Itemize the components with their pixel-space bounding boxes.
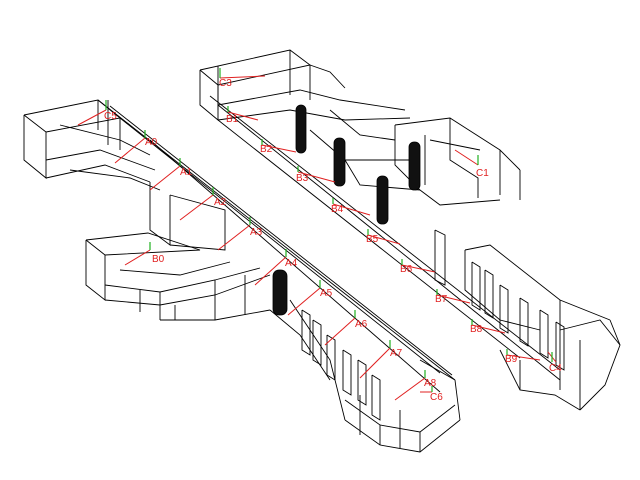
label-b4: B4 <box>331 204 344 215</box>
labels-b: B0 B1 B2 B3 B4 B5 B6 B7 B8 B9 <box>124 106 541 365</box>
pillar-4 <box>408 141 421 191</box>
label-a4: A4 <box>285 258 298 269</box>
label-b7: B7 <box>435 294 448 305</box>
label-a3: A3 <box>250 227 263 238</box>
label-a2: A2 <box>214 197 227 208</box>
pillar-a4 <box>272 269 288 316</box>
label-c4: C4 <box>549 363 562 374</box>
label-a1: A1 <box>180 167 193 178</box>
pillar-3 <box>376 175 389 225</box>
label-c1: C1 <box>476 168 489 179</box>
labels-c: C3 C5 C1 C4 C6 <box>77 68 562 403</box>
label-b6: B6 <box>400 264 413 275</box>
label-b2: B2 <box>260 144 273 155</box>
labels-a: A0 A1 A2 A3 A4 A5 A6 A7 A8 <box>114 130 437 401</box>
label-b8: B8 <box>470 324 483 335</box>
label-a7: A7 <box>390 348 403 359</box>
label-b9: B9 <box>505 354 518 365</box>
label-b0: B0 <box>152 254 165 265</box>
pillar-2 <box>333 137 346 187</box>
right-structure <box>199 49 621 411</box>
label-b5: B5 <box>366 234 379 245</box>
label-a0: A0 <box>145 137 158 148</box>
label-c5: C5 <box>104 111 117 122</box>
label-c6: C6 <box>430 392 443 403</box>
label-a8: A8 <box>424 378 437 389</box>
label-b1: B1 <box>226 114 239 125</box>
pillar-1 <box>295 104 307 154</box>
label-a6: A6 <box>355 319 368 330</box>
label-c3: C3 <box>219 78 232 89</box>
label-a5: A5 <box>320 288 333 299</box>
label-b3: B3 <box>296 173 309 184</box>
